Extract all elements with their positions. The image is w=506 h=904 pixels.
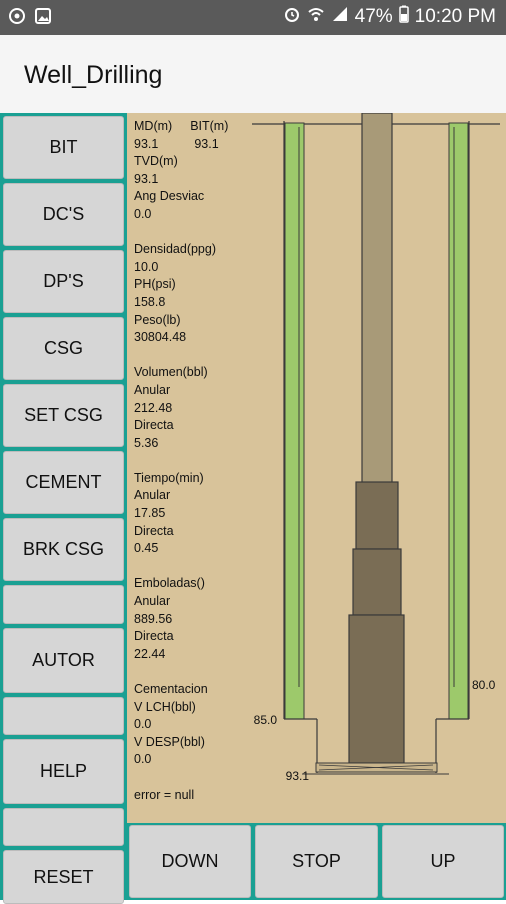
wifi-icon xyxy=(307,5,325,29)
emboladas-directa-label: Directa xyxy=(134,629,174,644)
cement-button[interactable]: CEMENT xyxy=(3,451,124,514)
cementacion-label: Cementacion xyxy=(134,682,208,696)
emboladas-directa-value: 22.44 xyxy=(134,646,166,661)
bottom-control-bar: DOWN STOP UP xyxy=(127,823,506,900)
tiempo-directa-value: 0.45 xyxy=(134,541,159,556)
vlch-label: V LCH(bbl) xyxy=(134,699,196,714)
status-bar: 47% 10:20 PM xyxy=(0,0,506,35)
md-value: 93.1 xyxy=(134,136,159,151)
ang-label: Ang Desviac xyxy=(134,189,205,204)
blank-button-2[interactable] xyxy=(3,697,124,735)
brk-csg-button[interactable]: BRK CSG xyxy=(3,518,124,581)
drill-collar-3 xyxy=(348,614,405,764)
readout-panel: MD(m) BIT(m) 93.1 93.1 TVD(m) 93.1 Ang Des… xyxy=(134,118,228,804)
peso-label: Peso(lb) xyxy=(134,312,181,327)
csg-button[interactable]: CSG xyxy=(3,317,124,380)
ph-label: PH(psi) xyxy=(134,277,176,292)
volumen-directa-value: 5.36 xyxy=(134,435,159,450)
wellbore-diagram: 85.0 80.0 93.1 xyxy=(252,113,500,783)
ang-value: 0.0 xyxy=(134,206,152,221)
alarm-icon xyxy=(283,5,301,29)
ph-value: 158.8 xyxy=(134,294,166,309)
emboladas-anular-value: 889.56 xyxy=(134,611,173,626)
dcs-button[interactable]: DC'S xyxy=(3,183,124,246)
signal-icon xyxy=(331,5,349,29)
emboladas-label: Emboladas() xyxy=(134,576,205,591)
emboladas-anular-label: Anular xyxy=(134,594,171,609)
battery-level: 47% xyxy=(354,6,393,27)
bit-value: 93.1 xyxy=(194,136,219,151)
autor-button[interactable]: AUTOR xyxy=(3,628,124,693)
cement-sheath-left xyxy=(284,122,305,720)
drill-collar-1 xyxy=(355,481,399,550)
clock: 10:20 PM xyxy=(414,6,496,27)
volumen-directa-label: Directa xyxy=(134,418,174,433)
blank-button-1[interactable] xyxy=(3,585,124,624)
stop-button[interactable]: STOP xyxy=(255,825,378,898)
reset-button[interactable]: RESET xyxy=(3,850,124,904)
status-left-icons xyxy=(8,7,52,25)
help-button[interactable]: HELP xyxy=(3,739,124,804)
volumen-anular-label: Anular xyxy=(134,382,171,397)
casing-shoe-left-label: 85.0 xyxy=(254,713,278,727)
volumen-anular-value: 212.48 xyxy=(134,400,173,415)
down-button[interactable]: DOWN xyxy=(129,825,251,898)
up-button[interactable]: UP xyxy=(382,825,504,898)
well-view: 85.0 80.0 93.1 MD(m) BIT(m) 93.1 93.1 TVD(… xyxy=(127,113,506,823)
tiempo-directa-label: Directa xyxy=(134,523,174,538)
bit-depth-label: 93.1 xyxy=(286,769,310,783)
densidad-value: 10.0 xyxy=(134,259,159,274)
error-text: error = null xyxy=(134,787,195,802)
vdesp-value: 0.0 xyxy=(134,752,152,767)
md-bit-labels: MD(m) BIT(m) xyxy=(134,118,228,136)
tvd-value: 93.1 xyxy=(134,171,159,186)
md-bit-values: 93.1 93.1 xyxy=(134,136,228,154)
tvd-label: TVD(m) xyxy=(134,154,178,169)
casing-shoe-right-label: 80.0 xyxy=(472,678,496,692)
densidad-label: Densidad(ppg) xyxy=(134,242,216,257)
app-bar: Well_Drilling xyxy=(0,35,506,114)
bit-button[interactable]: BIT xyxy=(3,116,124,179)
app-title: Well_Drilling xyxy=(24,61,163,89)
tiempo-anular-label: Anular xyxy=(134,488,171,503)
left-button-column: BIT DC'S DP'S CSG SET CSG CEMENT BRK CSG… xyxy=(0,113,127,904)
cement-sheath-right xyxy=(448,122,469,720)
drill-collar-2 xyxy=(352,548,402,616)
volumen-label: Volumen(bbl) xyxy=(134,365,208,380)
battery-icon xyxy=(398,5,409,29)
vdesp-label: V DESP(bbl) xyxy=(134,734,205,749)
peso-value: 30804.48 xyxy=(134,330,187,345)
bit-label: BIT(m) xyxy=(190,119,229,133)
tiempo-anular-value: 17.85 xyxy=(134,506,166,521)
sync-icon xyxy=(8,7,26,25)
md-label: MD(m) xyxy=(134,119,173,133)
set-csg-button[interactable]: SET CSG xyxy=(3,384,124,447)
tiempo-label: Tiempo(min) xyxy=(134,470,204,485)
dps-button[interactable]: DP'S xyxy=(3,250,124,313)
blank-button-3[interactable] xyxy=(3,808,124,846)
vlch-value: 0.0 xyxy=(134,717,152,732)
gallery-icon xyxy=(34,7,52,25)
drill-pipe xyxy=(361,113,393,484)
status-right: 47% 10:20 PM xyxy=(283,5,496,29)
